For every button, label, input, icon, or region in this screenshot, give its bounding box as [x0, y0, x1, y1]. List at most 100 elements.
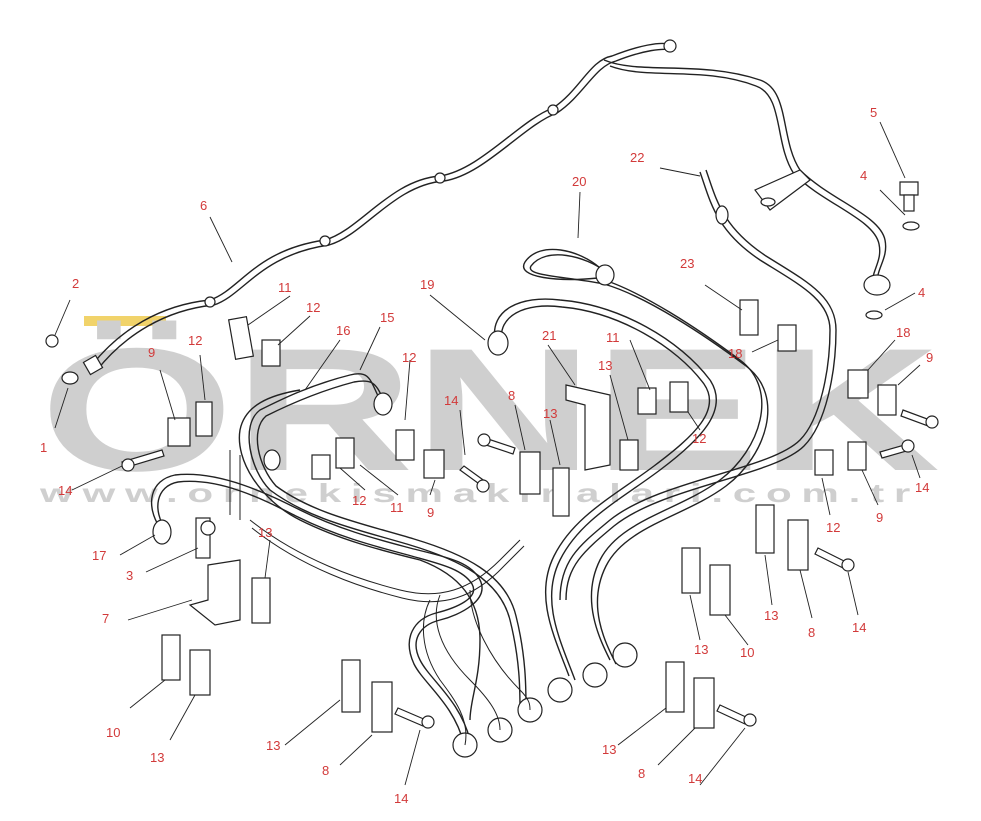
washer-1	[61, 371, 79, 385]
label-9: 9	[926, 350, 933, 365]
clamp-13	[189, 649, 211, 696]
label-18: 18	[728, 346, 742, 361]
return-pipe	[603, 59, 920, 320]
label-14: 14	[394, 791, 408, 806]
label-12: 12	[826, 520, 840, 535]
clamp-12	[261, 339, 281, 367]
leader-lines	[54, 121, 921, 786]
clamp-11	[637, 387, 657, 415]
bracket-7	[188, 559, 241, 626]
bracket-23	[739, 299, 759, 336]
label-6: 6	[200, 198, 207, 213]
watermark-url: www.ornekismakinalari.com.tr	[38, 478, 920, 508]
clamp-13	[619, 439, 639, 471]
label-2: 2	[72, 276, 79, 291]
bolt-2	[45, 334, 59, 348]
label-4: 4	[918, 285, 925, 300]
label-9: 9	[427, 505, 434, 520]
label-13: 13	[764, 608, 778, 623]
clamp-13	[552, 467, 570, 517]
bracket-8	[519, 451, 541, 495]
bracket-9	[167, 417, 191, 447]
bolt-5	[899, 181, 919, 196]
bolts-14	[45, 334, 939, 729]
clamp-13	[755, 504, 775, 554]
clamp-11	[335, 437, 355, 469]
label-12: 12	[402, 350, 416, 365]
label-14: 14	[915, 480, 929, 495]
bracket-21	[565, 384, 611, 471]
washer-4-top	[902, 221, 920, 231]
pipe-15-16	[238, 373, 527, 721]
label-15: 15	[380, 310, 394, 325]
label-19: 19	[420, 277, 434, 292]
pipe-17	[150, 473, 483, 745]
clamp-10	[709, 564, 731, 616]
label-22: 22	[630, 150, 644, 165]
label-5: 5	[870, 105, 877, 120]
label-11: 11	[390, 500, 404, 515]
label-21: 21	[542, 328, 556, 343]
pipe-22	[559, 169, 837, 601]
label-10: 10	[106, 725, 120, 740]
label-12: 12	[692, 431, 706, 446]
label-8: 8	[322, 763, 329, 778]
label-8: 8	[808, 625, 815, 640]
label-9: 9	[876, 510, 883, 525]
bracket-9	[847, 441, 867, 471]
clamp-13	[341, 659, 361, 713]
part-labels: 1 2 3 4 4 5 6 7 8 8 8 8 9 9 9 9 10 10 11…	[40, 105, 933, 806]
label-14: 14	[58, 483, 72, 498]
clamp-12	[195, 401, 213, 437]
label-13: 13	[150, 750, 164, 765]
label-1: 1	[40, 440, 47, 455]
label-13: 13	[694, 642, 708, 657]
label-13: 13	[598, 358, 612, 373]
bolt-3-head	[200, 520, 216, 536]
clamp-12	[311, 454, 331, 480]
clamp-13	[251, 577, 271, 624]
clamps	[161, 299, 897, 733]
watermark-accent	[84, 316, 166, 326]
label-3: 3	[126, 568, 133, 583]
label-11: 11	[278, 280, 292, 295]
clamp-12	[669, 381, 689, 413]
clamp-13	[681, 547, 701, 594]
label-9: 9	[148, 345, 155, 360]
clamp-13	[665, 661, 685, 713]
clamp-10	[161, 634, 181, 681]
label-17: 17	[92, 548, 106, 563]
label-14: 14	[444, 393, 458, 408]
clamp-18	[777, 324, 797, 352]
bracket-9	[877, 384, 897, 416]
bracket-8	[371, 681, 393, 733]
label-11: 11	[606, 330, 620, 345]
label-13: 13	[266, 738, 280, 753]
label-8: 8	[638, 766, 645, 781]
label-18: 18	[896, 325, 910, 340]
label-14: 14	[688, 771, 702, 786]
pipe-bundle	[229, 450, 531, 746]
label-12: 12	[188, 333, 202, 348]
label-13: 13	[543, 406, 557, 421]
label-7: 7	[102, 611, 109, 626]
pipe-19	[487, 298, 717, 681]
bracket-8	[693, 677, 715, 729]
label-14: 14	[852, 620, 866, 635]
clamp-11	[227, 316, 255, 360]
label-10: 10	[740, 645, 754, 660]
label-12: 12	[306, 300, 320, 315]
bracket-9	[423, 449, 445, 479]
bracket-8	[787, 519, 809, 571]
label-16: 16	[336, 323, 350, 338]
pipe-20	[522, 248, 769, 665]
label-12: 12	[352, 493, 366, 508]
label-20: 20	[572, 174, 586, 189]
label-13: 13	[602, 742, 616, 757]
label-8: 8	[508, 388, 515, 403]
label-23: 23	[680, 256, 694, 271]
label-13: 13	[258, 525, 272, 540]
clamp-12	[814, 449, 834, 476]
